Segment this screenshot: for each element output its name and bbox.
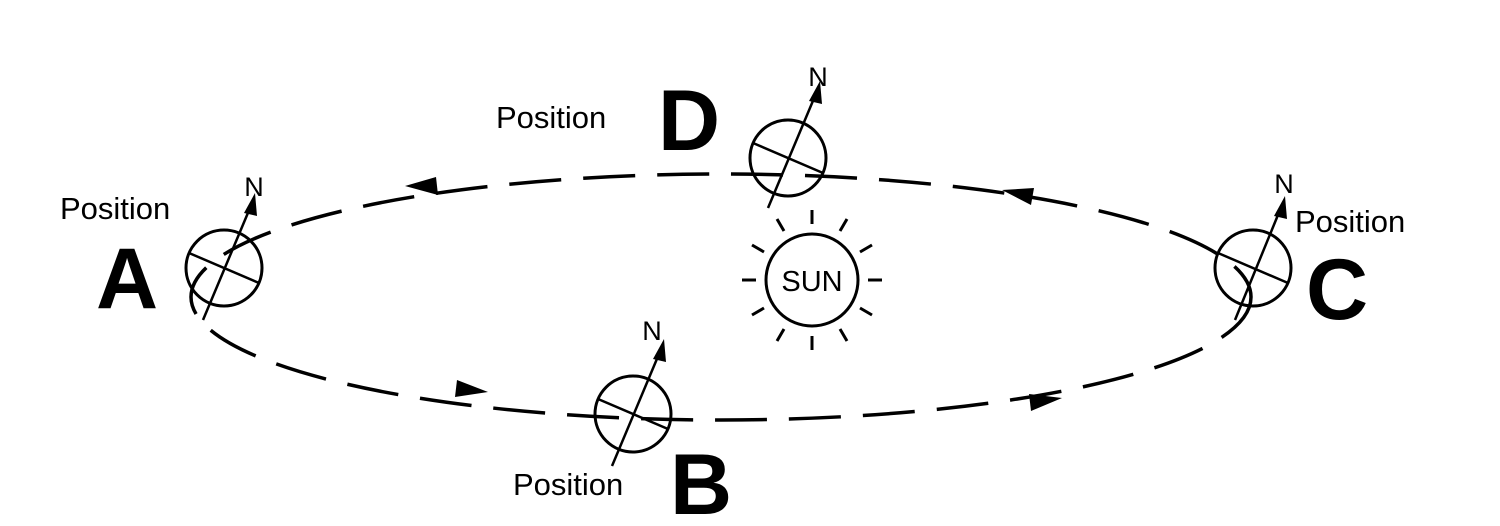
- orbit-arrow-top-right: [1002, 188, 1034, 205]
- position-letter: C: [1306, 242, 1368, 338]
- north-label: N: [244, 172, 264, 202]
- north-label: N: [808, 62, 828, 92]
- earth-globe: [184, 228, 264, 308]
- orbit-arrow-top-left: [405, 177, 438, 195]
- north-arrow-icon: [809, 81, 822, 104]
- north-arrow-icon: [1274, 196, 1287, 219]
- north-arrow-icon: [244, 193, 257, 216]
- sun-label: SUN: [781, 266, 842, 298]
- rotation-axis: [766, 95, 817, 209]
- sun-rays: [742, 210, 882, 350]
- sun-disk: [764, 232, 860, 328]
- earth-position-c: N Position C: [1213, 169, 1405, 338]
- equator-line: [1217, 251, 1289, 285]
- orbit-arrow-bottom-right: [1029, 394, 1062, 411]
- rotation-axis: [201, 207, 252, 321]
- earth-globe: [748, 118, 828, 198]
- position-letter: B: [670, 437, 732, 526]
- orbit-path: [189, 172, 1253, 422]
- sun: SUN: [742, 210, 882, 350]
- position-word: Position: [1295, 204, 1405, 239]
- north-label: N: [642, 316, 662, 346]
- north-arrow-icon: [653, 339, 666, 362]
- orbit-arrow-bottom-left: [455, 380, 488, 397]
- earth-position-a: N Position A: [60, 172, 264, 327]
- earth-position-d: N Position D: [496, 62, 828, 209]
- rotation-axis: [610, 353, 661, 467]
- north-label: N: [1274, 169, 1294, 199]
- earth-globe: [1213, 228, 1293, 308]
- position-word: Position: [60, 191, 170, 226]
- earth-position-b: N Position B: [513, 316, 732, 526]
- rotation-axis: [1233, 209, 1282, 321]
- position-letter: A: [96, 231, 158, 327]
- earth-globe: [593, 374, 673, 454]
- position-word: Position: [496, 100, 606, 135]
- position-word: Position: [513, 467, 623, 502]
- position-letter: D: [658, 73, 720, 169]
- orbit-direction-arrows: [405, 177, 1062, 411]
